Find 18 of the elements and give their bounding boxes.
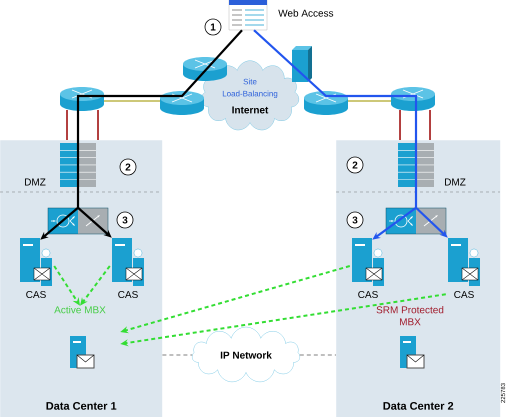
step-number: 3: [346, 212, 364, 228]
load-balancer-icon: [48, 208, 108, 234]
network-cloud: IP Network: [192, 326, 300, 382]
step-number: 2: [346, 156, 364, 174]
step-number: 1: [204, 18, 222, 36]
server-label: CAS: [118, 290, 138, 298]
server-label: Active MBX: [54, 306, 106, 314]
zone-label: DMZ: [445, 178, 466, 186]
server-label: CAS: [26, 290, 46, 298]
step-number: 3: [116, 212, 134, 228]
server-label: CAS: [358, 290, 378, 298]
zone-label: DMZ: [24, 178, 46, 186]
internet-cloud: Site Load-Balancing Internet: [200, 60, 300, 130]
server-label: CAS: [454, 290, 474, 298]
load-balancer-icon: [386, 208, 446, 234]
step-number: 2: [120, 158, 136, 176]
caption-text: Web Access: [278, 9, 334, 17]
server-label: SRM Protected MBX: [376, 306, 444, 326]
